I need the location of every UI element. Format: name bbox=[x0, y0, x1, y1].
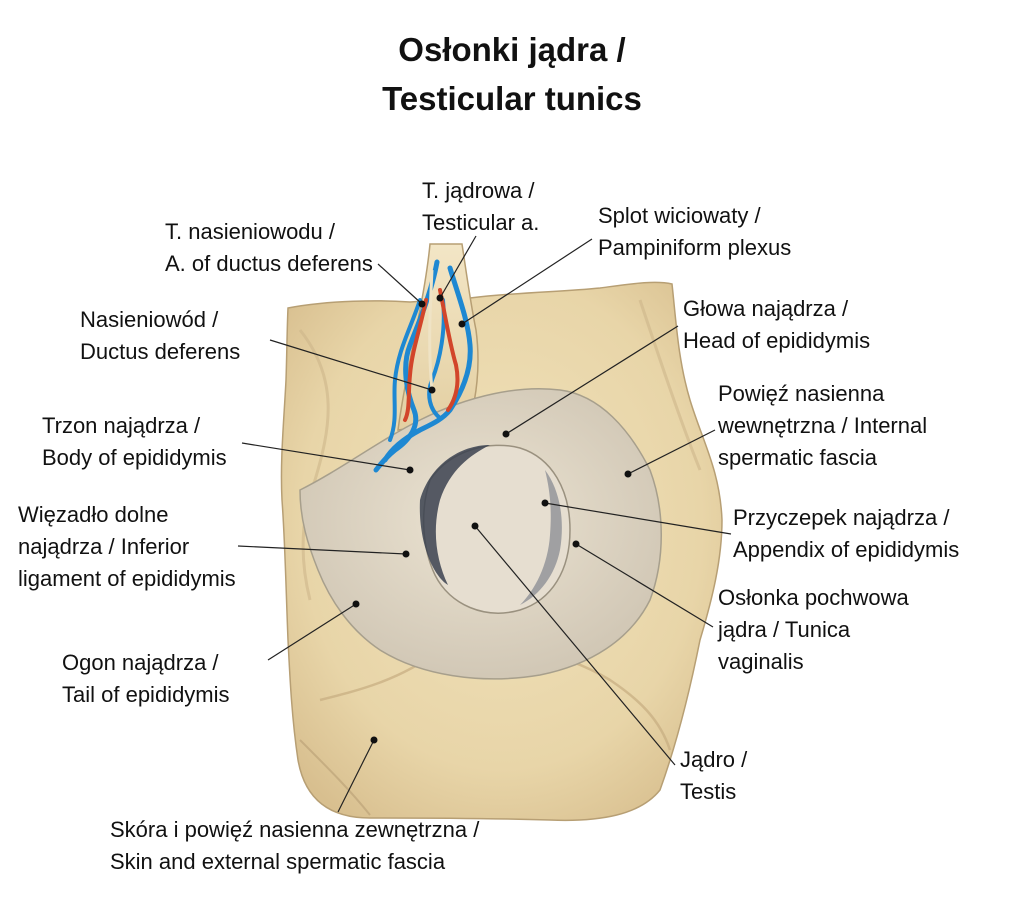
title-line-1: Osłonki jądra / bbox=[398, 31, 626, 68]
testis-shape bbox=[422, 444, 571, 614]
title-line-2: Testicular tunics bbox=[382, 80, 642, 117]
label-pampiniform-plexus: Splot wiciowaty / Pampiniform plexus bbox=[598, 203, 792, 260]
skin-fold-shadow bbox=[298, 329, 330, 601]
label-tunica-vaginalis: Osłonka pochwowa jądra / Tunica vaginali… bbox=[718, 585, 909, 674]
label-artery-ductus-deferens: T. nasieniowodu / A. of ductus deferens bbox=[165, 219, 373, 276]
leader-dots bbox=[352, 294, 632, 744]
ductus-deferens-tube bbox=[428, 269, 434, 391]
epididymis-shadow bbox=[419, 445, 490, 585]
label-tail-epididymis: Ogon najądrza / Tail of epididymis bbox=[62, 650, 230, 707]
label-skin-fascia: Skóra i powięź nasienna zewnętrzna / Ski… bbox=[110, 817, 480, 874]
label-ductus-deferens: Nasieniowód / Ductus deferens bbox=[80, 307, 241, 364]
pampiniform-vein bbox=[388, 298, 422, 442]
label-inferior-ligament: Więzadło dolne najądrza / Inferior ligam… bbox=[18, 502, 236, 591]
testicular-artery-vessel bbox=[438, 288, 460, 412]
label-internal-fascia: Powięź nasienna wewnętrzna / Internal sp… bbox=[718, 381, 928, 470]
label-body-epididymis: Trzon najądrza / Body of epididymis bbox=[42, 413, 227, 470]
label-appendix-epididymis: Przyczepek najądrza / Appendix of epidid… bbox=[733, 505, 960, 562]
label-testis: Jądro / Testis bbox=[680, 747, 748, 804]
label-testicular-artery: T. jądrowa / Testicular a. bbox=[422, 178, 540, 235]
label-head-epididymis: Głowa najądrza / Head of epididymis bbox=[683, 296, 871, 353]
leader-lines bbox=[237, 235, 732, 813]
ductus-artery-vessel bbox=[403, 298, 428, 422]
skin-fold-shadow bbox=[638, 299, 702, 471]
skin-fold-shadow bbox=[299, 739, 371, 816]
